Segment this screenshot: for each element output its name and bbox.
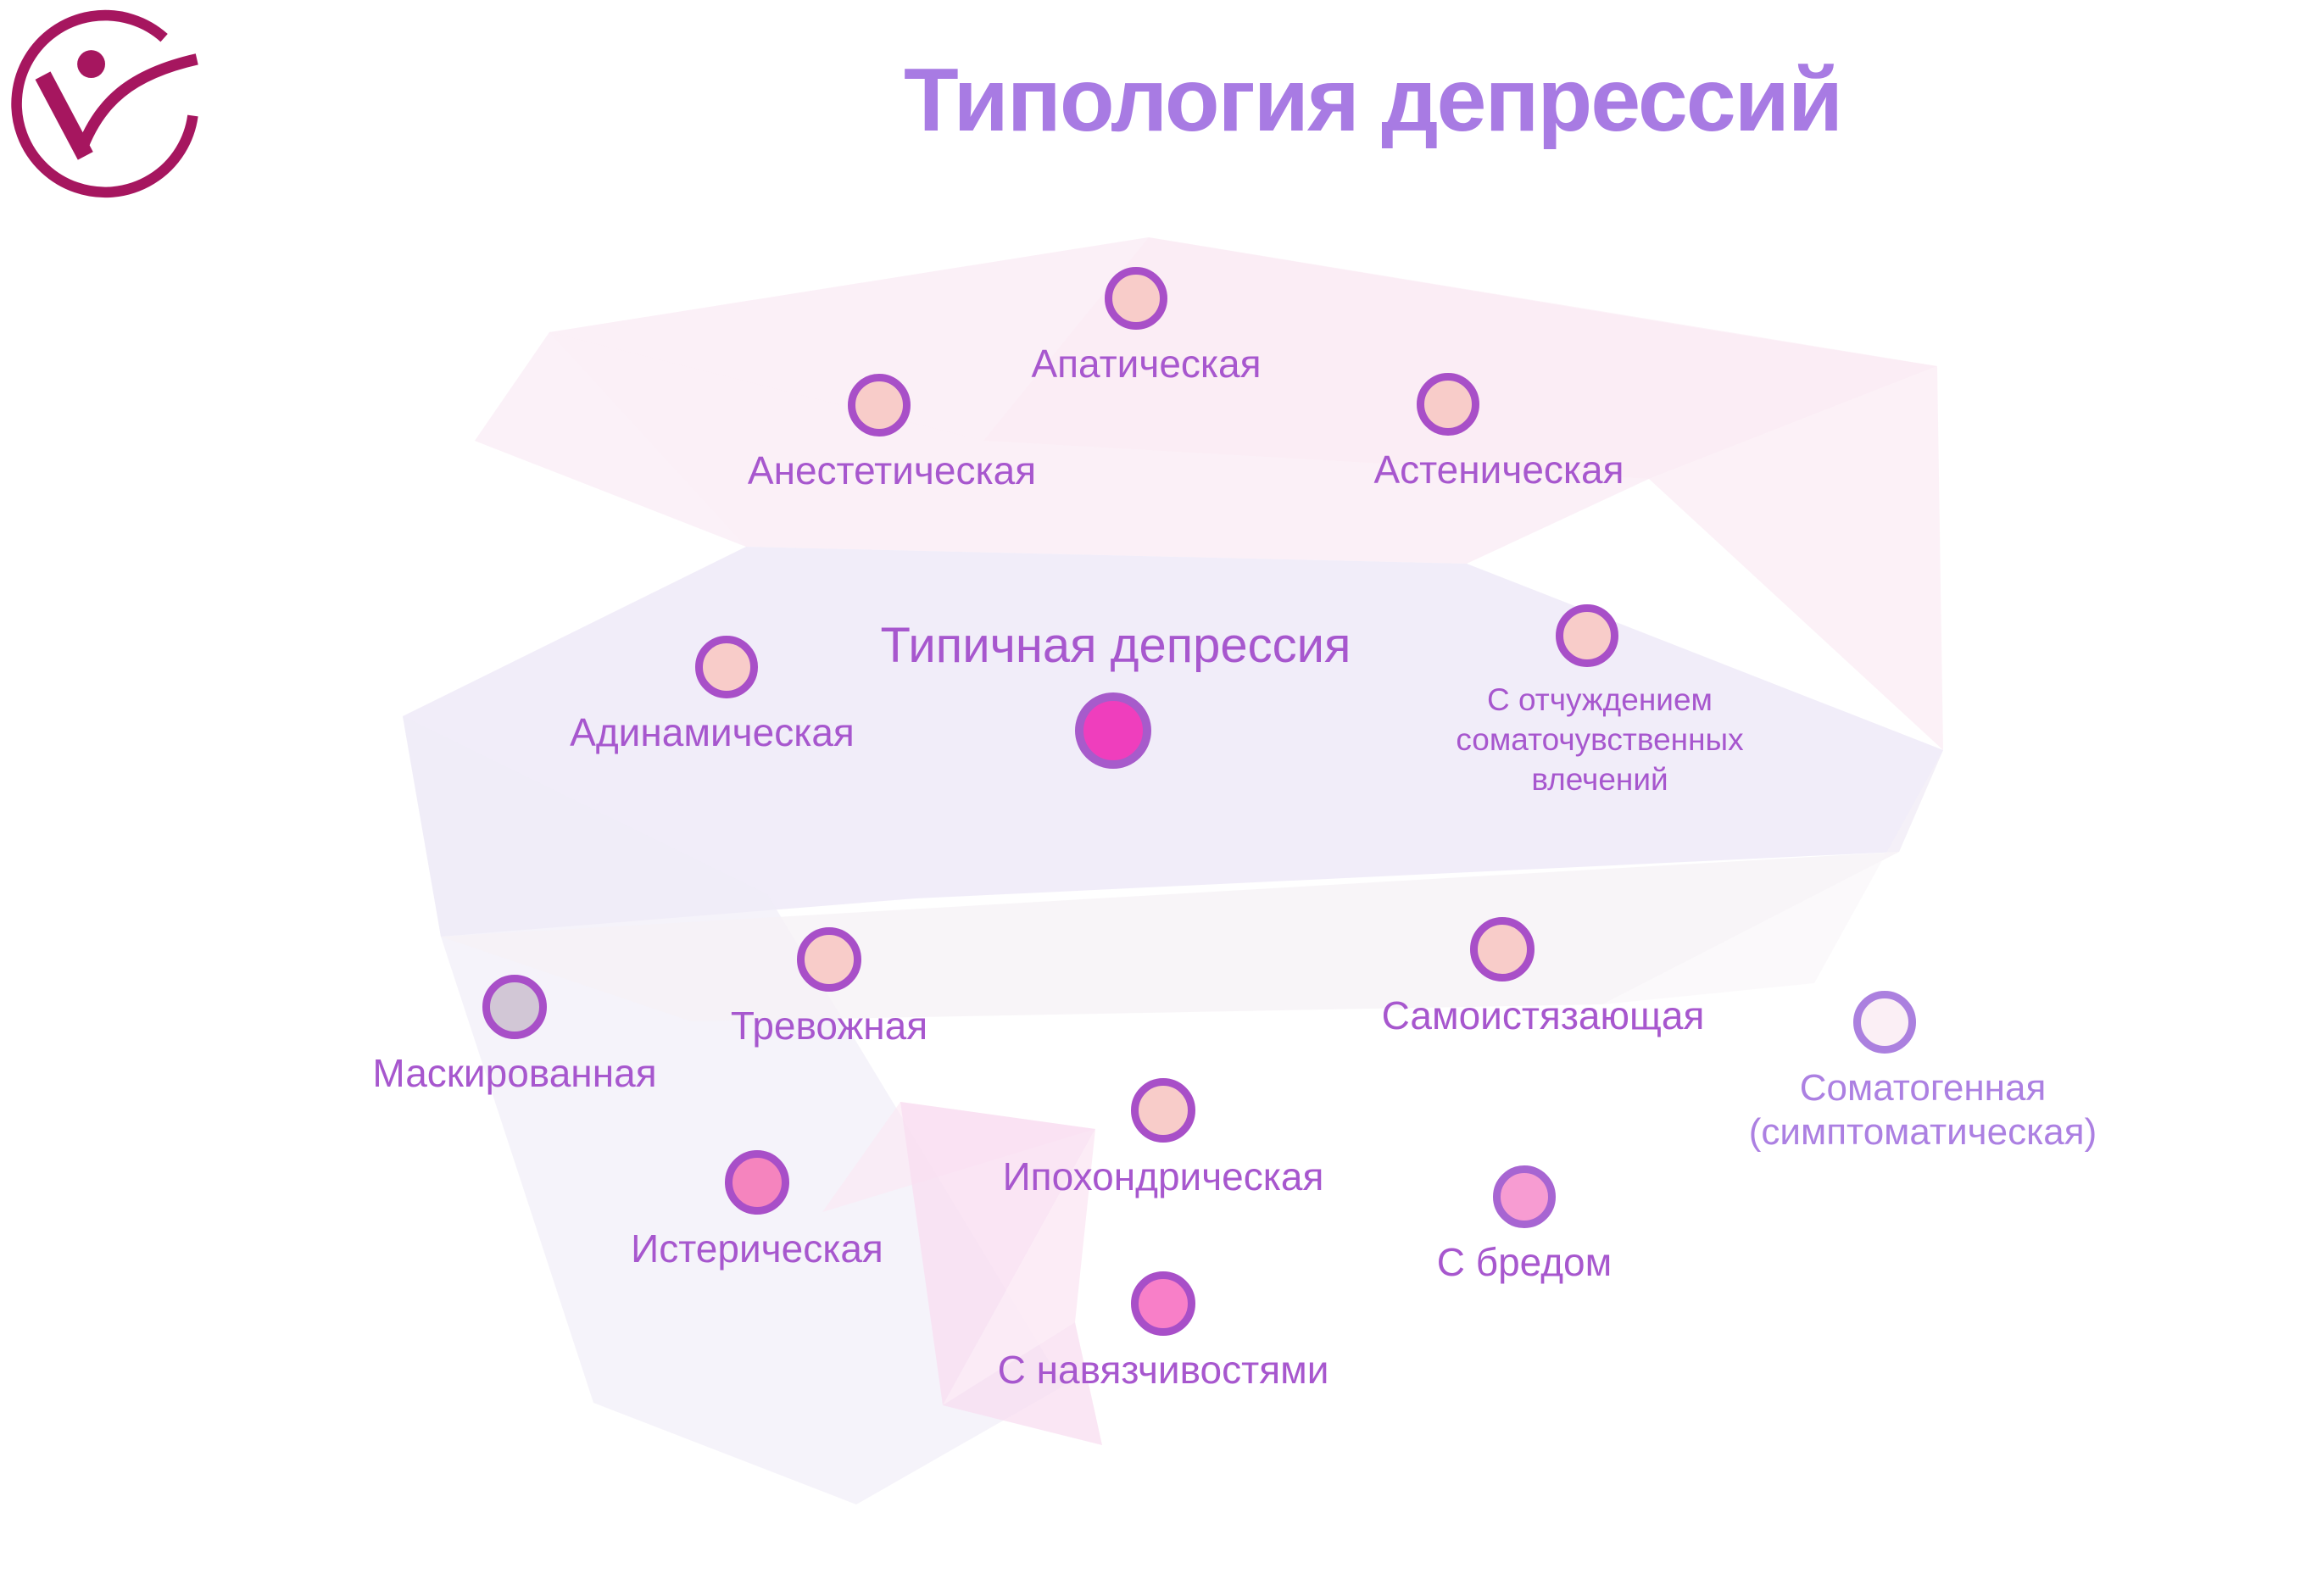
depression-node-label-line: соматочувственных: [1456, 722, 1744, 757]
depression-node-circle: [1493, 1165, 1556, 1228]
depression-node-circle: [695, 636, 758, 698]
depression-node-label-line: Самоистязающая: [1381, 993, 1705, 1037]
depression-node-label: Соматогенная(симптоматическая): [1584, 1066, 2262, 1154]
depression-node-label-line: Апатическая: [1031, 342, 1262, 386]
depression-node-label-line: Адинамическая: [570, 710, 855, 754]
depression-node-circle: [1853, 991, 1916, 1054]
depression-node-circle: [725, 1150, 789, 1215]
depression-node-label: Типичная депрессия: [777, 618, 1455, 674]
depression-node-label-line: Соматогенная: [1799, 1067, 2047, 1109]
depression-node-label-line: Ипохондрическая: [1002, 1154, 1324, 1198]
depression-node-label: Истерическая: [418, 1226, 1096, 1271]
depression-node-circle: [482, 975, 547, 1039]
logo-ring: [11, 9, 198, 198]
depression-node-label: С отчуждением соматочувственных влечений: [1261, 680, 1939, 799]
depression-node-label-line: С отчуждением: [1487, 682, 1713, 717]
depression-node-label: Анестетическая: [553, 448, 1231, 493]
depression-node-label-line: Анестетическая: [747, 448, 1037, 492]
depression-node-label-line: Астеническая: [1373, 448, 1624, 492]
depression-node-circle: [1470, 917, 1535, 982]
depression-node-circle: [797, 927, 861, 992]
logo-person-arm: [75, 53, 198, 155]
background-polygon: [1149, 237, 1937, 366]
background-polygon: [475, 332, 1649, 564]
depression-node-circle: [1131, 1078, 1195, 1143]
depression-node-label-line: (симптоматическая): [1748, 1111, 2097, 1153]
depression-node-label: Тревожная: [490, 1004, 1168, 1048]
depression-node-label: Апатическая: [807, 342, 1485, 386]
background-polygon: [943, 1129, 1095, 1405]
page-title: Типология депрессий: [903, 50, 1843, 150]
depression-node-label: Ипохондрическая: [824, 1154, 1502, 1199]
depression-node-label-line: Типичная депрессия: [880, 618, 1351, 674]
depression-node-label: Адинамическая: [373, 710, 1051, 755]
depression-node-circle: [1417, 373, 1479, 436]
depression-node-label-line: влечений: [1531, 762, 1668, 797]
background-polygon: [1602, 750, 1943, 1004]
depression-node-circle: [1131, 1271, 1195, 1336]
depression-node-circle: [1105, 267, 1167, 330]
background-polygon: [403, 716, 1064, 1504]
background-polygon: [549, 237, 1149, 441]
depression-node-label-line: Маскированная: [372, 1051, 657, 1095]
depression-node-label-line: С навязчивостями: [997, 1348, 1329, 1392]
background-polygon: [475, 332, 746, 547]
depression-node-label-line: С бредом: [1436, 1240, 1613, 1284]
depression-node-label: Самоистязающая: [1204, 993, 1882, 1038]
depression-node-label: Маскированная: [175, 1051, 854, 1096]
background-polygon: [900, 1102, 1095, 1405]
background-polygon: [943, 1322, 1102, 1445]
depression-node-label: С бредом: [1185, 1240, 1863, 1285]
depression-node-label: С навязчивостями: [824, 1348, 1502, 1393]
logo-person-head: [77, 50, 105, 79]
depression-node-label: Астеническая: [1160, 448, 1838, 492]
depression-node-circle: [1556, 604, 1618, 667]
depression-node-label-line: Тревожная: [730, 1004, 928, 1048]
depression-node-circle: [848, 374, 911, 437]
background-polygon: [1649, 366, 1943, 750]
depression-node-label-line: Истерическая: [631, 1226, 883, 1271]
depression-node-circle: [1075, 692, 1151, 769]
clinic-logo: [11, 9, 198, 198]
